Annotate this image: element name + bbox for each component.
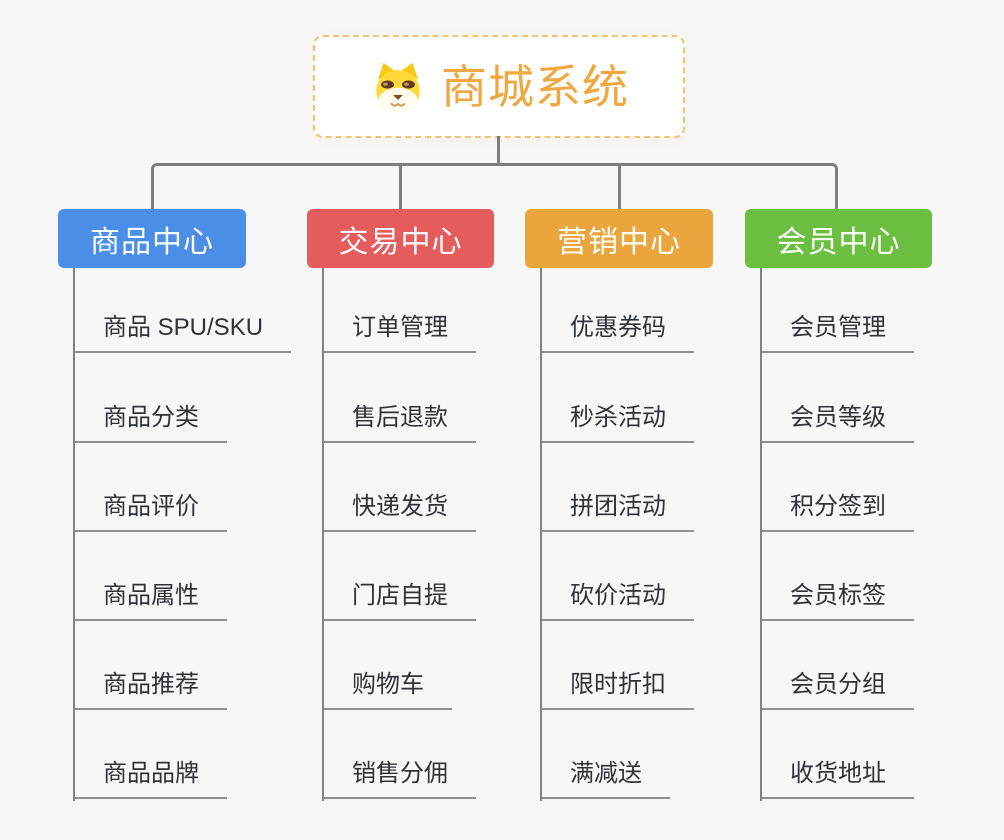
branch-item[interactable]: 收货地址 — [762, 757, 914, 799]
branch-item[interactable]: 积分签到 — [762, 490, 914, 532]
branch-header-member-center[interactable]: 会员中心 — [745, 209, 932, 268]
branch-item[interactable]: 满减送 — [542, 757, 670, 799]
branch-item[interactable]: 商品分类 — [75, 401, 227, 443]
connector-drop-trade-center — [399, 165, 402, 209]
root-title: 商城系统 — [441, 60, 629, 113]
branch-item[interactable]: 商品品牌 — [75, 757, 227, 799]
branch-item[interactable]: 商品推荐 — [75, 668, 227, 710]
branch-column-product-center: 商品 SPU/SKU 商品分类商品评价商品属性商品推荐商品品牌 — [73, 268, 292, 801]
branch-label: 交易中心 — [338, 225, 463, 259]
branch-header-product-center[interactable]: 商品中心 — [58, 209, 246, 268]
root-node[interactable]: 商城系统 — [313, 35, 685, 138]
branch-column-member-center: 会员管理会员等级积分签到会员标签会员分组收货地址 — [760, 268, 914, 801]
branch-item[interactable]: 销售分佣 — [324, 757, 476, 799]
branch-item[interactable]: 门店自提 — [324, 579, 476, 621]
branch-item[interactable]: 商品评价 — [75, 490, 227, 532]
branch-item[interactable]: 购物车 — [324, 668, 452, 710]
branch-column-marketing-center: 优惠券码秒杀活动拼团活动砍价活动限时折扣满减送 — [540, 268, 694, 801]
branch-header-marketing-center[interactable]: 营销中心 — [525, 209, 713, 268]
branch-item[interactable]: 优惠券码 — [542, 311, 694, 353]
branch-label: 商品中心 — [90, 225, 214, 259]
branch-item[interactable]: 商品 SPU/SKU — [75, 311, 292, 353]
dog-icon — [369, 60, 427, 114]
branch-item[interactable]: 会员分组 — [762, 668, 914, 710]
connector-drop-marketing-center — [618, 165, 621, 209]
branch-item[interactable]: 售后退款 — [324, 401, 476, 443]
root-connector-stem — [497, 136, 500, 166]
branch-item[interactable]: 订单管理 — [324, 311, 476, 353]
branch-item[interactable]: 快递发货 — [324, 490, 476, 532]
branch-item[interactable]: 限时折扣 — [542, 668, 694, 710]
branch-item[interactable]: 会员管理 — [762, 311, 914, 353]
branch-label: 营销中心 — [557, 225, 681, 259]
branch-label: 会员中心 — [776, 225, 901, 259]
connector-bracket-left — [151, 163, 498, 209]
connector-bracket-right — [498, 163, 838, 209]
branch-item[interactable]: 会员等级 — [762, 401, 914, 443]
branch-item[interactable]: 商品属性 — [75, 579, 227, 621]
branch-header-trade-center[interactable]: 交易中心 — [307, 209, 494, 268]
branch-item[interactable]: 秒杀活动 — [542, 401, 694, 443]
branch-item[interactable]: 会员标签 — [762, 579, 914, 621]
branch-item[interactable]: 砍价活动 — [542, 579, 694, 621]
branch-item[interactable]: 拼团活动 — [542, 490, 694, 532]
branch-column-trade-center: 订单管理售后退款快递发货门店自提购物车销售分佣 — [322, 268, 476, 801]
